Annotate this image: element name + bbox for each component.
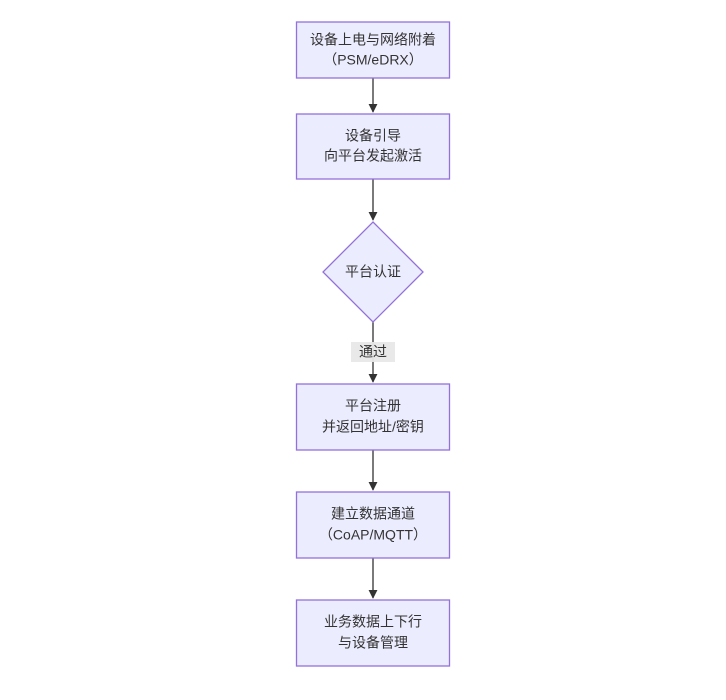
node-business: 业务数据上下行 与设备管理 — [295, 599, 451, 667]
node-auth-decision-label: 平台认证 — [345, 264, 401, 280]
edge-label-pass-bg — [351, 342, 395, 362]
node-register-line2: 并返回地址/密钥 — [322, 419, 424, 435]
node-auth-decision: 平台认证 — [322, 221, 424, 323]
node-power-attach-line2: （PSM/eDRX） — [323, 52, 423, 68]
node-business-box — [295, 599, 451, 667]
node-register-line1: 平台注册 — [345, 398, 401, 414]
node-bootstrap: 设备引导 向平台发起激活 — [295, 113, 451, 180]
node-business-line2: 与设备管理 — [338, 635, 408, 651]
node-data-channel-line1: 建立数据通道 — [331, 506, 415, 522]
node-data-channel-box — [295, 491, 451, 559]
node-business-line1: 业务数据上下行 — [324, 614, 422, 630]
node-data-channel-line2: （CoAP/MQTT） — [319, 527, 427, 543]
node-power-attach: 设备上电与网络附着 （PSM/eDRX） — [295, 21, 451, 79]
node-data-channel: 建立数据通道 （CoAP/MQTT） — [295, 491, 451, 559]
node-register: 平台注册 并返回地址/密钥 — [295, 383, 451, 451]
node-power-attach-box — [295, 21, 451, 79]
node-auth-decision-diamond — [322, 221, 424, 323]
node-bootstrap-box — [295, 113, 451, 180]
node-bootstrap-line1: 设备引导 — [345, 128, 401, 144]
edge-label-pass-text: 通过 — [359, 344, 387, 360]
node-power-attach-line1: 设备上电与网络附着 — [310, 32, 436, 48]
node-bootstrap-line2: 向平台发起激活 — [324, 148, 422, 164]
edge-label-pass: 通过 — [351, 342, 395, 362]
node-register-box — [295, 383, 451, 451]
